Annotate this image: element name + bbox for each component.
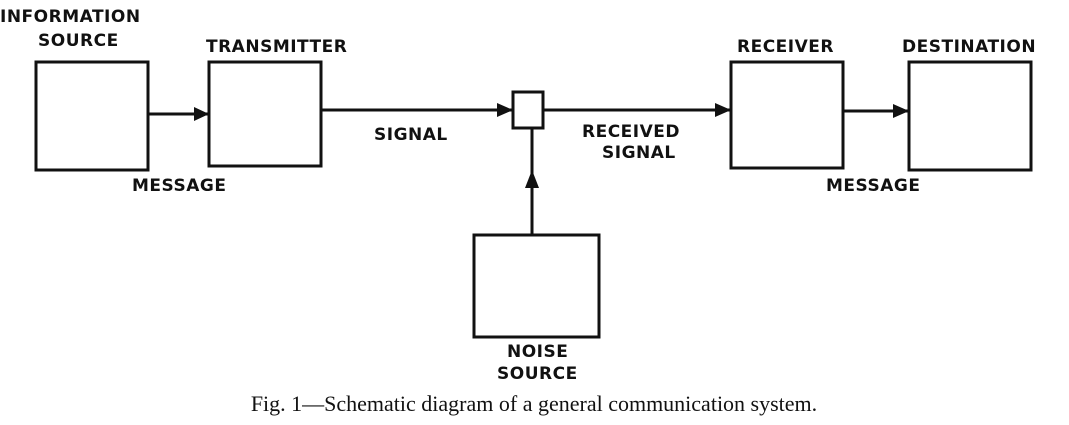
information-source-box xyxy=(34,60,150,172)
received-signal-label-line2: SIGNAL xyxy=(602,143,676,163)
message-arrow-right xyxy=(893,104,909,118)
message-label-right: MESSAGE xyxy=(826,176,920,196)
receiver-box xyxy=(729,60,845,170)
message-label-left: MESSAGE xyxy=(132,176,226,196)
noise-source-label-line1: NOISE xyxy=(507,342,568,362)
figure-caption: Fig. 1—Schematic diagram of a general co… xyxy=(251,391,817,416)
receiver-label: RECEIVER xyxy=(737,37,834,57)
signal-label: SIGNAL xyxy=(374,125,448,145)
message-arrow-left xyxy=(194,107,209,121)
destination-box xyxy=(907,60,1033,172)
destination-label: DESTINATION xyxy=(902,37,1036,57)
noise-source-label-line2: SOURCE xyxy=(497,364,578,384)
information-source-label-line2: SOURCE xyxy=(38,31,119,51)
noise-source-box xyxy=(472,233,601,339)
mixing-node-box xyxy=(511,90,545,130)
transmitter-label: TRANSMITTER xyxy=(206,37,347,57)
received-signal-label-line1: RECEIVED xyxy=(582,122,680,142)
noise-arrow xyxy=(525,170,539,188)
signal-arrow xyxy=(497,103,513,117)
information-source-label-line1: INFORMATION xyxy=(0,7,141,27)
transmitter-box xyxy=(207,60,323,168)
received-signal-arrow xyxy=(715,103,731,117)
